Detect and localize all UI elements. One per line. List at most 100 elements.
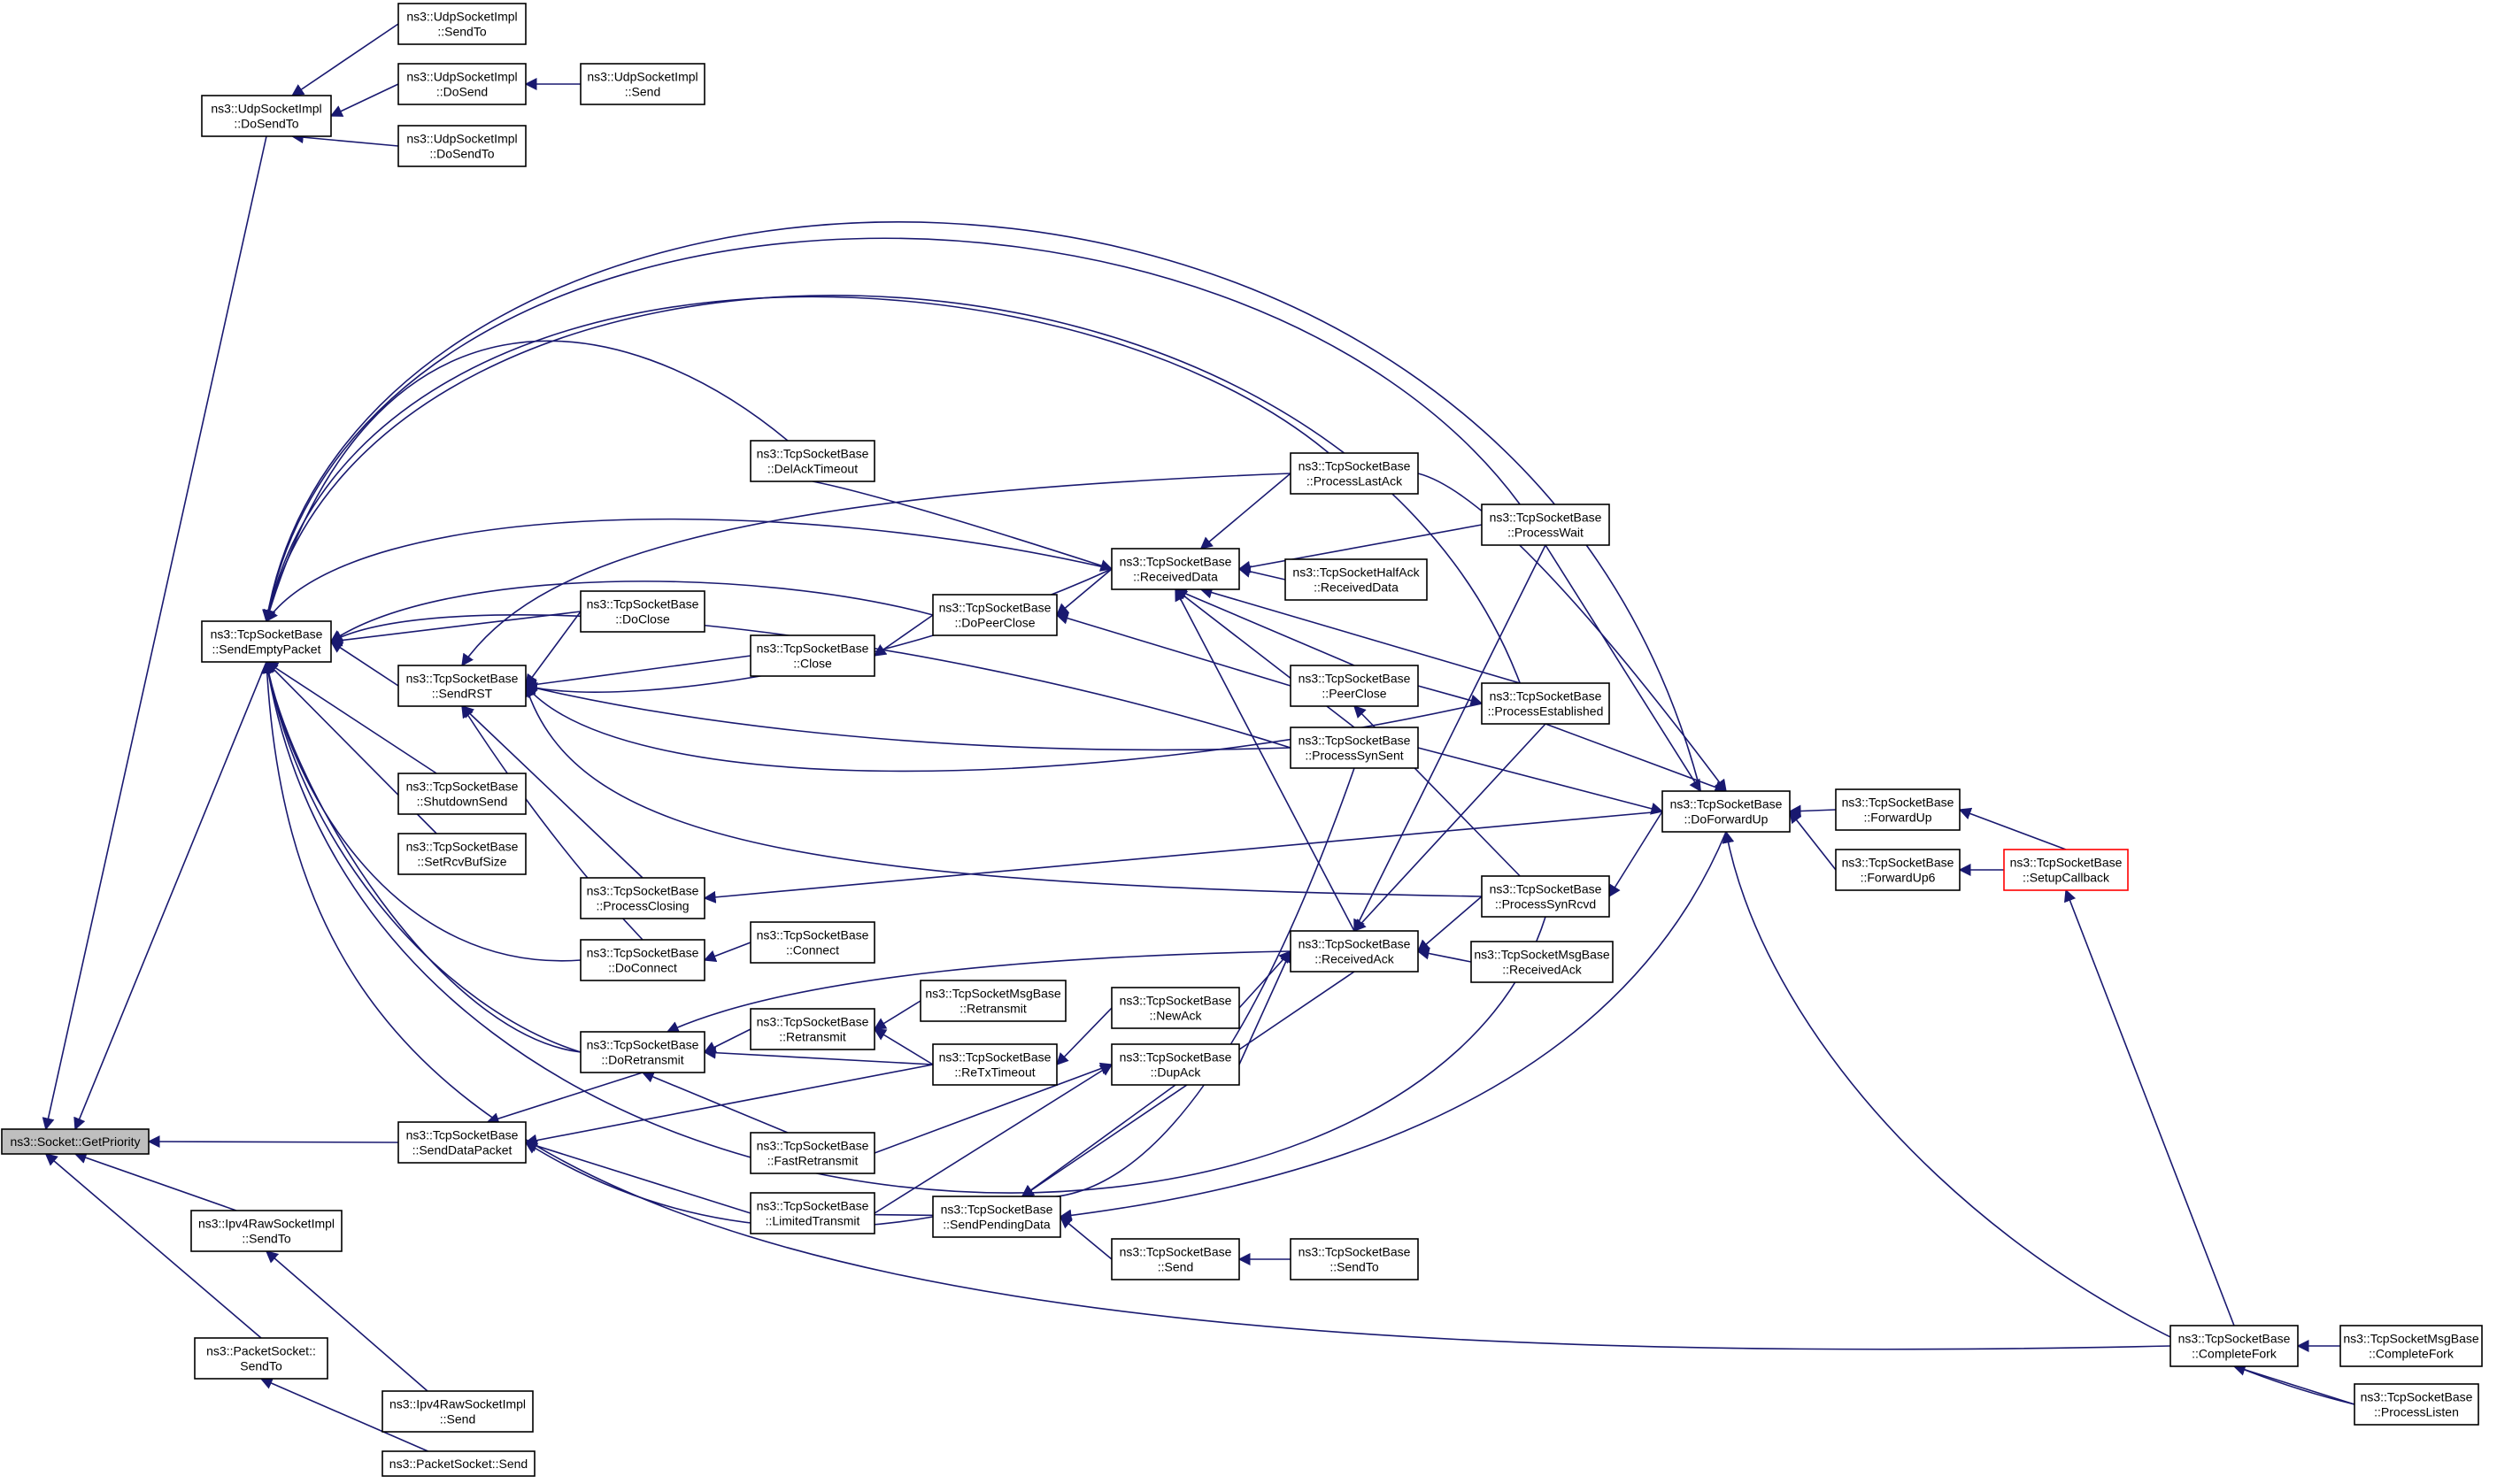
node-box[interactable] xyxy=(2354,1383,2479,1426)
node-box[interactable] xyxy=(1481,504,1610,546)
graph-node[interactable]: ns3::TcpSocketBase::DupAck xyxy=(1111,1043,1240,1086)
graph-node[interactable]: ns3::TcpSocketBase::PeerClose xyxy=(1290,665,1419,707)
graph-node[interactable]: ns3::TcpSocketBase::DelAckTimeout xyxy=(750,440,875,482)
graph-node[interactable]: ns3::TcpSocketBase::SendDataPacket xyxy=(397,1121,527,1164)
graph-node[interactable]: ns3::TcpSocketBase::ProcessEstablished xyxy=(1481,682,1610,725)
node-box[interactable] xyxy=(580,63,705,105)
graph-node[interactable]: ns3::Ipv4RawSocketImpl::SendTo xyxy=(190,1210,343,1252)
graph-node[interactable]: ns3::TcpSocketBase::ForwardUp6 xyxy=(1835,849,1961,891)
node-box[interactable] xyxy=(397,1121,527,1164)
graph-node[interactable]: ns3::PacketSocket::SendTo xyxy=(194,1337,328,1380)
node-box[interactable] xyxy=(1,1128,150,1155)
node-box[interactable] xyxy=(397,125,527,167)
graph-node[interactable]: ns3::TcpSocketBase::DoForwardUp xyxy=(1661,790,1791,833)
node-box[interactable] xyxy=(1284,558,1428,601)
graph-node[interactable]: ns3::TcpSocketBase::ProcessListen xyxy=(2354,1383,2479,1426)
node-box[interactable] xyxy=(1835,788,1961,831)
node-box[interactable] xyxy=(1290,1238,1419,1280)
node-box[interactable] xyxy=(397,833,527,875)
graph-node[interactable]: ns3::TcpSocketBase::ProcessLastAck xyxy=(1290,452,1419,495)
node-box[interactable] xyxy=(580,1031,705,1073)
graph-node[interactable]: ns3::TcpSocketBase::Retransmit xyxy=(750,1008,875,1050)
graph-node[interactable]: ns3::TcpSocketBase::ProcessSynRcvd xyxy=(1481,875,1610,918)
graph-node[interactable]: ns3::TcpSocketBase::ForwardUp xyxy=(1835,788,1961,831)
graph-node[interactable]: ns3::TcpSocketBase::DoPeerClose xyxy=(932,594,1058,636)
node-box[interactable] xyxy=(1835,849,1961,891)
node-box[interactable] xyxy=(397,63,527,105)
node-box[interactable] xyxy=(201,620,332,663)
node-box[interactable] xyxy=(194,1337,328,1380)
graph-node[interactable]: ns3::TcpSocketBase::ShutdownSend xyxy=(397,773,527,815)
graph-node[interactable]: ns3::TcpSocketBase::ProcessWait xyxy=(1481,504,1610,546)
graph-node[interactable]: ns3::TcpSocketBase::Close xyxy=(750,634,875,677)
node-box[interactable] xyxy=(1111,987,1240,1029)
graph-node[interactable]: ns3::TcpSocketBase::DoConnect xyxy=(580,939,705,981)
graph-node[interactable]: ns3::TcpSocketBase::ReceivedAck xyxy=(1290,930,1419,973)
graph-node[interactable]: ns3::UdpSocketImpl::DoSend xyxy=(397,63,527,105)
node-box[interactable] xyxy=(750,1192,875,1234)
graph-node[interactable]: ns3::TcpSocketBase::Send xyxy=(1111,1238,1240,1280)
node-box[interactable] xyxy=(397,773,527,815)
node-box[interactable] xyxy=(1470,941,1614,983)
node-box[interactable] xyxy=(932,1043,1058,1086)
node-box[interactable] xyxy=(397,3,527,45)
graph-node[interactable]: ns3::UdpSocketImpl::DoSendTo xyxy=(397,125,527,167)
node-box[interactable] xyxy=(2169,1325,2299,1367)
node-box[interactable] xyxy=(1481,682,1610,725)
node-box[interactable] xyxy=(1290,452,1419,495)
graph-node[interactable]: ns3::Socket::GetPriority xyxy=(1,1128,150,1155)
node-box[interactable] xyxy=(1111,1238,1240,1280)
graph-node[interactable]: ns3::TcpSocketBase::SetRcvBufSize xyxy=(397,833,527,875)
graph-node[interactable]: ns3::TcpSocketBase::ReTxTimeout xyxy=(932,1043,1058,1086)
node-box[interactable] xyxy=(750,634,875,677)
node-box[interactable] xyxy=(1290,727,1419,769)
graph-node[interactable]: ns3::TcpSocketBase::SendPendingData xyxy=(932,1196,1061,1238)
graph-node[interactable]: ns3::UdpSocketImpl::Send xyxy=(580,63,705,105)
graph-node[interactable]: ns3::TcpSocketBase::LimitedTransmit xyxy=(750,1192,875,1234)
node-box[interactable] xyxy=(932,1196,1061,1238)
node-box[interactable] xyxy=(397,665,527,707)
graph-node[interactable]: ns3::TcpSocketMsgBase::CompleteFork xyxy=(2339,1325,2483,1367)
graph-node[interactable]: ns3::TcpSocketBase::SendRST xyxy=(397,665,527,707)
graph-node[interactable]: ns3::TcpSocketBase::CompleteFork xyxy=(2169,1325,2299,1367)
graph-node[interactable]: ns3::TcpSocketBase::Connect xyxy=(750,921,875,964)
node-box[interactable] xyxy=(750,440,875,482)
node-box[interactable] xyxy=(750,921,875,964)
node-box[interactable] xyxy=(1481,875,1610,918)
graph-node[interactable]: ns3::TcpSocketBase::ReceivedData xyxy=(1111,548,1240,590)
graph-node[interactable]: ns3::TcpSocketHalfAck::ReceivedData xyxy=(1284,558,1428,601)
node-box[interactable] xyxy=(580,877,705,919)
graph-node[interactable]: ns3::TcpSocketMsgBase::Retransmit xyxy=(920,980,1067,1022)
node-box[interactable] xyxy=(580,590,705,633)
graph-node[interactable]: ns3::UdpSocketImpl::SendTo xyxy=(397,3,527,45)
graph-node[interactable]: ns3::TcpSocketBase::SendTo xyxy=(1290,1238,1419,1280)
node-box[interactable] xyxy=(1111,548,1240,590)
node-box[interactable] xyxy=(1661,790,1791,833)
node-box[interactable] xyxy=(580,939,705,981)
graph-node[interactable]: ns3::TcpSocketBase::ProcessClosing xyxy=(580,877,705,919)
node-box[interactable] xyxy=(920,980,1067,1022)
node-box[interactable] xyxy=(201,95,332,137)
graph-node[interactable]: ns3::Ipv4RawSocketImpl::Send xyxy=(381,1390,534,1433)
graph-node[interactable]: ns3::TcpSocketBase::SetupCallback xyxy=(2003,849,2129,891)
graph-node[interactable]: ns3::TcpSocketBase::ProcessSynSent xyxy=(1290,727,1419,769)
node-box[interactable] xyxy=(750,1132,875,1174)
node-box[interactable] xyxy=(932,594,1058,636)
node-box[interactable] xyxy=(1290,665,1419,707)
node-box[interactable] xyxy=(1290,930,1419,973)
graph-node[interactable]: ns3::TcpSocketMsgBase::ReceivedAck xyxy=(1470,941,1614,983)
node-box[interactable] xyxy=(750,1008,875,1050)
node-box[interactable] xyxy=(1111,1043,1240,1086)
graph-node[interactable]: ns3::TcpSocketBase::NewAck xyxy=(1111,987,1240,1029)
graph-node[interactable]: ns3::TcpSocketBase::DoRetransmit xyxy=(580,1031,705,1073)
graph-node[interactable]: ns3::TcpSocketBase::FastRetransmit xyxy=(750,1132,875,1174)
graph-node[interactable]: ns3::TcpSocketBase::SendEmptyPacket xyxy=(201,620,332,663)
node-box[interactable] xyxy=(2003,849,2129,891)
node-box[interactable] xyxy=(381,1450,536,1477)
node-box[interactable] xyxy=(190,1210,343,1252)
graph-node[interactable]: ns3::PacketSocket::Send xyxy=(381,1450,536,1477)
node-box[interactable] xyxy=(2339,1325,2483,1367)
graph-node[interactable]: ns3::UdpSocketImpl::DoSendTo xyxy=(201,95,332,137)
node-box[interactable] xyxy=(381,1390,534,1433)
graph-node[interactable]: ns3::TcpSocketBase::DoClose xyxy=(580,590,705,633)
